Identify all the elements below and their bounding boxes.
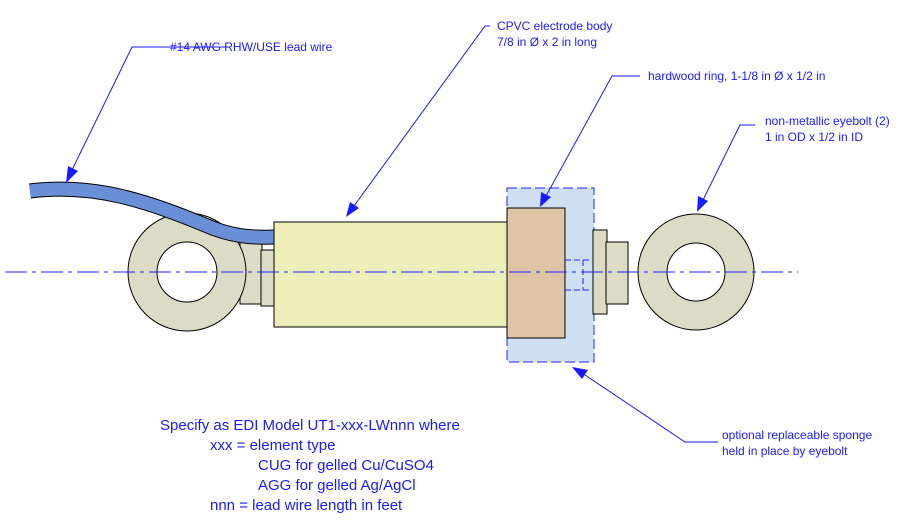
- sponge-leader: [572, 367, 718, 443]
- lead-wire-leader: [66, 46, 228, 183]
- sponge-label-1: optional replaceable sponge: [722, 428, 872, 442]
- electrode-body-label-2: 7/8 in Ø x 2 in long: [497, 35, 597, 49]
- electrode-body-label-1: CPVC electrode body: [497, 19, 612, 33]
- left-eyebolt-ring: [127, 212, 247, 332]
- hardwood-ring-leader: [540, 75, 640, 207]
- right-eyebolt-neck: [605, 241, 629, 305]
- spec-line-3: CUG for gelled Cu/CuSO4: [258, 457, 434, 474]
- spec-line-4: AGG for gelled Ag/AgCl: [258, 477, 416, 494]
- hardwood-ring-label: hardwood ring, 1-1/8 in Ø x 1/2 in: [648, 69, 825, 83]
- cpvc-electrode-body: [273, 221, 509, 328]
- hardwood-ring: [506, 207, 566, 339]
- lead-wire-arrow: [66, 166, 78, 183]
- eyebolt-arrow: [697, 196, 708, 212]
- sponge-label-2: held in place by eyebolt: [722, 444, 848, 458]
- eyebolt-label-1: non-metallic eyebolt (2): [765, 114, 890, 128]
- spec-line-2: xxx = element type: [210, 437, 335, 454]
- left-eyebolt-collar: [260, 249, 276, 307]
- hardwood-ring-arrow: [540, 192, 551, 207]
- eyebolt-leader: [697, 124, 755, 212]
- lead-wire-fill: [29, 182, 276, 244]
- spec-line-5: nnn = lead wire length in feet: [210, 497, 403, 514]
- electrode-body-leader: [346, 25, 490, 217]
- eyebolt-label-2: 1 in OD x 1/2 in ID: [765, 130, 863, 144]
- spec-line-1: Specify as EDI Model UT1-xxx-LWnnn where: [160, 417, 460, 434]
- electrode-body-arrow: [346, 202, 359, 217]
- sponge-arrow: [572, 367, 588, 379]
- lead-wire-label: #14 AWG RHW/USE lead wire: [170, 40, 333, 54]
